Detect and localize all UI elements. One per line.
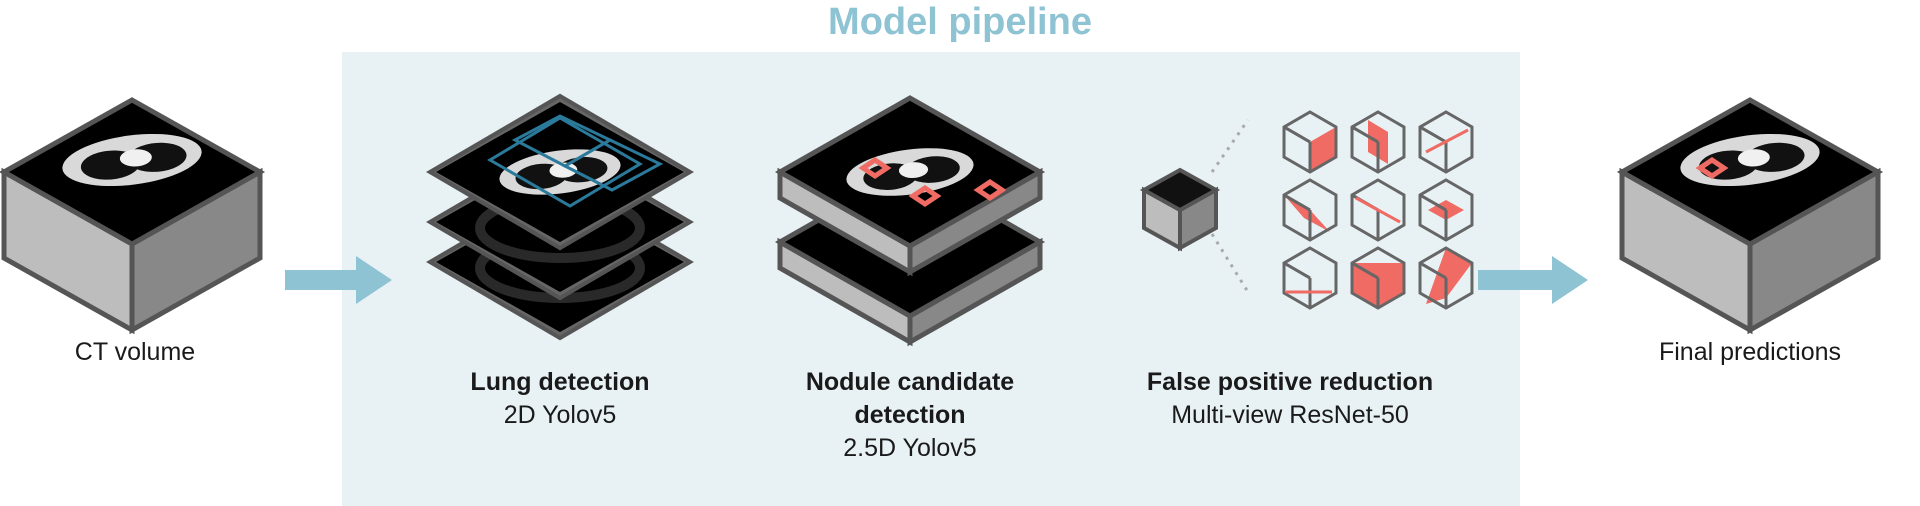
heart [1737,149,1770,167]
stage-title-line-2: detection [854,401,966,429]
arrow-shaft [285,270,362,290]
view-cube [1418,246,1474,310]
fan-line-bottom [1210,233,1250,293]
cube-edge [1419,125,1447,144]
cube-edge [1283,125,1311,144]
nodule-marker [858,156,892,180]
view-cube [1282,110,1338,174]
ct-volume-label: CT volume [74,338,196,366]
cube-edge [1419,193,1447,212]
stage-false-positive-label: False positive reduction Multi-view ResN… [1110,366,1470,432]
ct-slice-image [62,133,202,187]
view-cube [1282,178,1338,242]
false-positive-reduction [1139,110,1474,310]
nodule-candidate-stack [774,95,1046,347]
stage-method: 2.5D Yolov5 [843,434,977,462]
cube-edge [1351,125,1379,144]
lung-bbox-right [561,138,664,192]
stage-title: Lung detection [470,368,650,396]
final-predictions-block [1616,97,1884,335]
cut-plane [1426,248,1472,304]
stage-method: Multi-view ResNet-50 [1171,401,1409,429]
stage-title: False positive reduction [1146,368,1434,396]
cube-top-face [1139,167,1221,213]
nodule-marker [1695,156,1729,180]
lung-detection-stack [426,93,694,341]
view-cube [1350,110,1406,174]
arrow-pipeline-to-output [1478,256,1588,304]
cube-edge [1283,193,1311,212]
stack-slice-1 [426,93,694,251]
lung-bbox-outer [487,116,643,208]
arrow-head [1552,256,1588,304]
pipeline-title: Model pipeline [828,1,1092,43]
final-predictions-label: Final predictions [1658,338,1842,366]
heart [549,162,578,178]
fan-line-top [1210,119,1250,173]
ct-volume-block [0,97,266,335]
stage-method: 2D Yolov5 [503,401,617,429]
cut-line [1355,196,1401,224]
view-cube [1282,246,1338,310]
view-cube [1350,178,1406,242]
stage-nodule-candidate-label: Nodule candidate detection 2.5D Yolov5 [760,366,1060,465]
arrow-shaft [1478,270,1558,290]
nodule-marker [973,178,1007,202]
heart [119,149,152,167]
view-cube [1418,178,1474,242]
heart [898,162,929,178]
arrow-input-to-pipeline [285,256,392,304]
cut-plane [1284,195,1330,232]
view-cube [1418,110,1474,174]
cut-line [1425,128,1469,154]
candidate-cube [1139,167,1221,252]
view-cube [1350,246,1406,310]
stage-lung-detection-label: Lung detection 2D Yolov5 [430,366,690,432]
cube-edge [1283,261,1311,280]
arrow-head [356,256,392,304]
stage-title-line-1: Nodule candidate [805,368,1015,396]
nodule-marker [908,184,942,208]
cube-edge [1351,261,1379,280]
ct-slice-image [499,149,621,195]
cube-edge [1419,261,1447,280]
